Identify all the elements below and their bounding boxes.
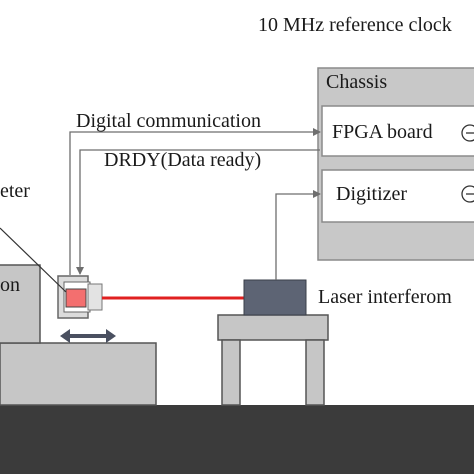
chassis-label: Chassis xyxy=(326,71,388,93)
digitizer-module xyxy=(321,169,474,223)
drdy-arrow xyxy=(76,149,320,275)
interferometer-box xyxy=(243,279,307,316)
laser-interferometer-label: Laser interferom xyxy=(318,286,452,308)
fpga-board-module xyxy=(321,105,474,157)
left-device xyxy=(0,264,41,344)
meter-pointer-line xyxy=(0,227,67,293)
digital-communication-label: Digital communication xyxy=(76,110,261,132)
meter-label-fragment: eter xyxy=(0,180,30,202)
table-top xyxy=(217,314,329,341)
left-platform xyxy=(0,342,157,406)
digitizer-connector-icon xyxy=(461,185,474,203)
reference-clock-label: 10 MHz reference clock xyxy=(258,14,452,36)
sensor-target xyxy=(65,288,87,308)
chassis-box xyxy=(317,67,474,261)
sensor-mount xyxy=(87,283,103,311)
digitizer-input-arrow xyxy=(275,190,321,280)
fpga-connector-icon xyxy=(461,124,474,142)
drdy-label: DRDY(Data ready) xyxy=(104,149,262,171)
digital-communication-arrow xyxy=(69,128,321,275)
table-leg-right xyxy=(305,339,325,406)
floor xyxy=(0,405,474,474)
digitizer-label: Digitizer xyxy=(336,183,408,205)
movement-arrow-right-head xyxy=(106,329,116,343)
table-leg-left xyxy=(221,339,241,406)
fpga-board-label: FPGA board xyxy=(332,121,433,143)
device-label-fragment: on xyxy=(0,274,20,296)
movement-arrow-left-head xyxy=(60,329,70,343)
